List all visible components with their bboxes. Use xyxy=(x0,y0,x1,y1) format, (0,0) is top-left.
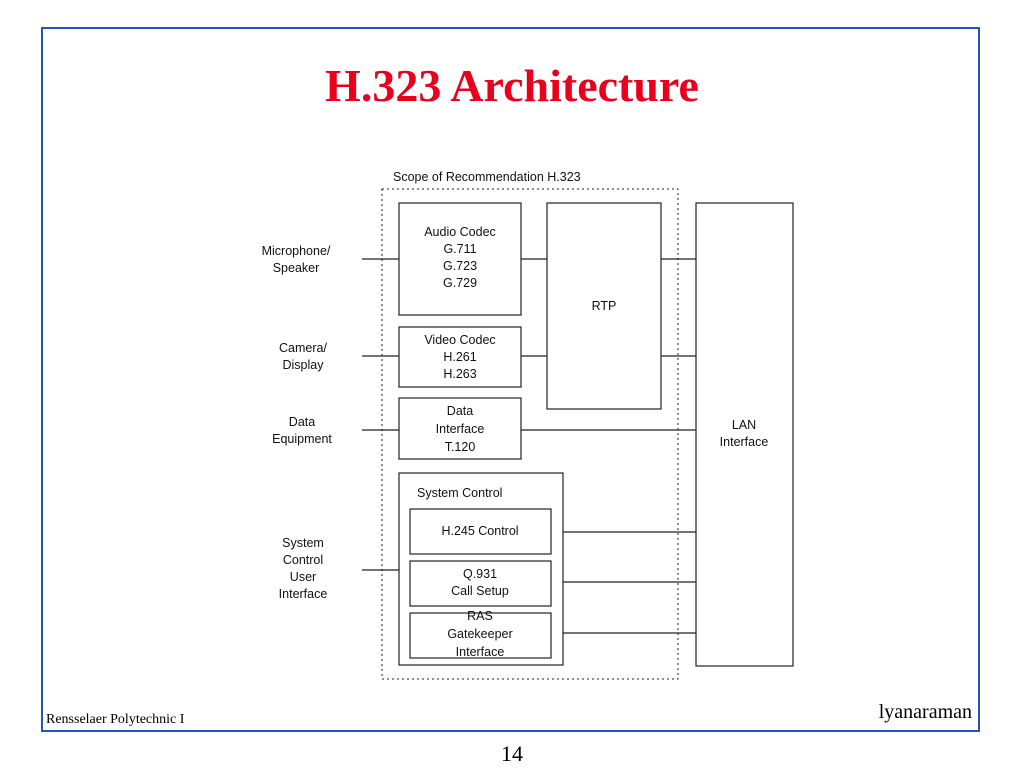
svg-text:H.263: H.263 xyxy=(443,367,476,381)
data-interface-block: Data Interface T.120 xyxy=(398,397,522,460)
svg-text:Display: Display xyxy=(283,358,325,372)
svg-text:Speaker: Speaker xyxy=(273,261,320,275)
scope-boundary xyxy=(381,188,679,680)
svg-text:Interface: Interface xyxy=(279,587,328,601)
label-system-control-ui: System Control User Interface xyxy=(279,536,328,601)
svg-text:Interface: Interface xyxy=(456,645,505,659)
svg-text:T.120: T.120 xyxy=(445,440,476,454)
svg-text:G.723: G.723 xyxy=(443,259,477,273)
svg-text:Interface: Interface xyxy=(436,422,485,436)
svg-text:Data: Data xyxy=(447,404,473,418)
slide-frame xyxy=(41,27,980,732)
svg-text:Call Setup: Call Setup xyxy=(451,584,509,598)
svg-text:G.729: G.729 xyxy=(443,276,477,290)
footer-institution: Rensselaer Polytechnic I xyxy=(46,712,185,727)
svg-text:G.711: G.711 xyxy=(443,242,476,256)
svg-text:Gatekeeper: Gatekeeper xyxy=(447,627,512,641)
svg-text:System Control: System Control xyxy=(417,486,502,500)
rtp-block: RTP xyxy=(546,202,662,410)
svg-text:Q.931: Q.931 xyxy=(463,567,497,581)
ras-gatekeeper-block: RAS Gatekeeper Interface xyxy=(409,609,552,659)
svg-text:Data: Data xyxy=(289,415,315,429)
h245-control-block: H.245 Control xyxy=(409,508,552,555)
svg-text:H.261: H.261 xyxy=(443,350,476,364)
lan-interface-block: LAN Interface xyxy=(695,202,794,667)
svg-text:H.245 Control: H.245 Control xyxy=(441,524,518,538)
svg-text:LAN: LAN xyxy=(732,418,756,432)
scope-label: Scope of Recommendation H.323 xyxy=(393,170,581,184)
svg-text:RAS: RAS xyxy=(467,609,493,623)
audio-codec-block: Audio Codec G.711 G.723 G.729 xyxy=(398,202,522,316)
video-codec-block: Video Codec H.261 H.263 xyxy=(398,326,522,388)
svg-text:Audio Codec: Audio Codec xyxy=(424,225,496,239)
svg-text:RTP: RTP xyxy=(592,299,617,313)
svg-text:Video Codec: Video Codec xyxy=(424,333,495,347)
footer-author: lyanaraman xyxy=(878,701,972,723)
label-camera-display: Camera/ Display xyxy=(279,341,327,372)
svg-text:Equipment: Equipment xyxy=(272,432,332,446)
svg-text:Camera/: Camera/ xyxy=(279,341,327,355)
svg-text:Microphone/: Microphone/ xyxy=(262,244,331,258)
q931-call-setup-block: Q.931 Call Setup xyxy=(409,560,552,607)
slide-title: H.323 Architecture xyxy=(325,60,699,111)
label-data-equipment: Data Equipment xyxy=(272,415,332,446)
svg-text:User: User xyxy=(290,570,316,584)
svg-text:Interface: Interface xyxy=(720,435,769,449)
svg-text:Control: Control xyxy=(283,553,323,567)
label-microphone-speaker: Microphone/ Speaker xyxy=(262,244,331,275)
svg-text:System: System xyxy=(282,536,324,550)
page-number: 14 xyxy=(501,741,523,766)
